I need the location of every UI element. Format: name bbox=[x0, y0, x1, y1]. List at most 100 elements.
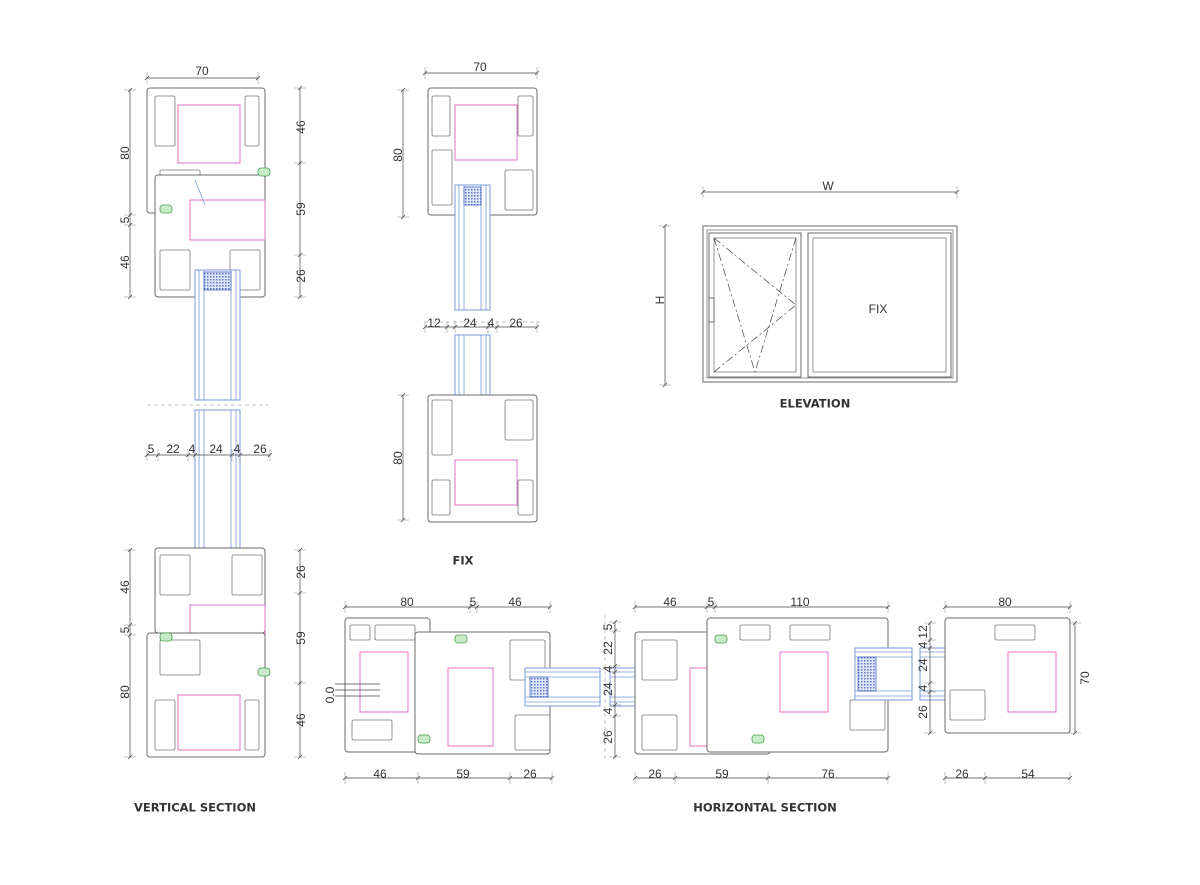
dimension-label: 4 bbox=[916, 684, 930, 691]
dimension-label: 22 bbox=[601, 641, 615, 655]
dimension-label: 4 bbox=[916, 641, 930, 648]
gasket-link bbox=[194, 179, 206, 206]
dimension-tick bbox=[942, 775, 948, 781]
opening-line bbox=[713, 304, 797, 373]
dimension-label: 0.0 bbox=[323, 686, 337, 703]
dimension-label: 46 bbox=[508, 595, 522, 609]
dimension-tick bbox=[612, 663, 618, 669]
gasket bbox=[714, 634, 728, 644]
tilt-line bbox=[754, 237, 797, 373]
gasket bbox=[454, 634, 468, 644]
dimension-label: 26 bbox=[509, 316, 523, 330]
dimension-label: 46 bbox=[373, 767, 387, 781]
dimension-tick bbox=[612, 713, 618, 719]
profile-chamber bbox=[159, 249, 191, 291]
profile-outline bbox=[154, 547, 266, 634]
profile-chamber bbox=[949, 689, 986, 721]
profile-chamber bbox=[517, 95, 534, 137]
dimension-tick bbox=[612, 628, 618, 634]
dimension-label: 24 bbox=[601, 682, 615, 696]
dimension-tick bbox=[612, 619, 618, 625]
dimension-label: 26 bbox=[253, 442, 267, 456]
dimension-tick bbox=[612, 702, 618, 708]
fixed-pane bbox=[807, 232, 952, 378]
dimension-label: 46 bbox=[118, 255, 132, 269]
profile-chamber bbox=[739, 624, 771, 641]
dimension-tick bbox=[1072, 730, 1078, 736]
dimension-tick bbox=[185, 452, 191, 458]
dimension-label: 26 bbox=[294, 565, 308, 579]
dimension-tick bbox=[927, 637, 933, 643]
dimension-tick bbox=[127, 754, 133, 760]
profile-chamber bbox=[514, 714, 551, 751]
dimension-label: FIX bbox=[869, 302, 888, 316]
dimension-tick bbox=[400, 392, 406, 398]
profile-chamber bbox=[641, 714, 678, 751]
profile-chamber bbox=[351, 719, 393, 741]
dimension-label: 4 bbox=[234, 442, 241, 456]
dimension-tick bbox=[1072, 620, 1078, 626]
dimension-tick bbox=[267, 452, 273, 458]
profile-chamber bbox=[994, 624, 1036, 641]
horizontal-section bbox=[335, 601, 1081, 784]
dimension-label: 70 bbox=[473, 60, 487, 74]
dimension-label: 22 bbox=[166, 442, 180, 456]
dimension-tick bbox=[700, 189, 706, 195]
dimension-label: 80 bbox=[118, 685, 132, 699]
dimension-tick bbox=[927, 689, 933, 695]
steel-reinforcement bbox=[454, 459, 518, 506]
dimension-tick bbox=[927, 730, 933, 736]
fix-section bbox=[397, 67, 540, 523]
dimension-tick bbox=[927, 620, 933, 626]
dimension-tick bbox=[534, 324, 540, 330]
dimension-tick bbox=[662, 223, 668, 229]
dimension-tick bbox=[885, 775, 891, 781]
frame-inner bbox=[706, 229, 954, 379]
gasket bbox=[159, 632, 173, 642]
steel-reinforcement bbox=[359, 651, 409, 713]
dimension-label: 80 bbox=[998, 595, 1012, 609]
dimension-label: 4 bbox=[488, 316, 495, 330]
profile-chamber bbox=[504, 169, 534, 211]
steel-reinforcement bbox=[447, 667, 494, 747]
dimension-tick bbox=[297, 294, 303, 300]
profile-chamber bbox=[641, 639, 678, 681]
dimension-tick bbox=[704, 604, 710, 610]
dimension-tick bbox=[885, 604, 891, 610]
gasket bbox=[417, 734, 431, 744]
dimension-label: 46 bbox=[294, 713, 308, 727]
dimension-tick bbox=[547, 604, 553, 610]
elevation-title: ELEVATION bbox=[780, 397, 851, 411]
dimension-tick bbox=[632, 775, 638, 781]
dimension-tick bbox=[229, 452, 235, 458]
dimension-label: 80 bbox=[400, 595, 414, 609]
profile-chamber bbox=[159, 639, 201, 676]
dimension-label: 12 bbox=[427, 316, 441, 330]
dimension-label: 80 bbox=[118, 146, 132, 160]
dimension-tick bbox=[127, 632, 133, 638]
profile-chamber bbox=[517, 479, 534, 516]
profile-chamber bbox=[244, 699, 260, 751]
dimension-tick bbox=[712, 604, 718, 610]
dimension-tick bbox=[297, 547, 303, 553]
dimension-label: 4 bbox=[601, 707, 615, 714]
dimension-label: 26 bbox=[955, 767, 969, 781]
glass-pane bbox=[194, 269, 241, 401]
dimension-label: 46 bbox=[118, 580, 132, 594]
dimension-tick bbox=[342, 604, 348, 610]
dimension-tick bbox=[549, 775, 555, 781]
steel-reinforcement bbox=[177, 694, 241, 751]
dimension-label: 5 bbox=[601, 623, 615, 630]
dimension-tick bbox=[982, 775, 988, 781]
opening-sash bbox=[708, 232, 802, 378]
dimension-label: 46 bbox=[663, 595, 677, 609]
dimension-tick bbox=[127, 222, 133, 228]
dimension-tick bbox=[942, 604, 948, 610]
dimension-tick bbox=[127, 87, 133, 93]
dimension-label: W bbox=[822, 179, 834, 193]
dimension-tick bbox=[612, 669, 618, 675]
profile-chamber bbox=[431, 399, 453, 456]
dimension-label: 70 bbox=[195, 64, 209, 78]
steel-reinforcement bbox=[177, 104, 241, 164]
dimension-label: 26 bbox=[523, 767, 537, 781]
